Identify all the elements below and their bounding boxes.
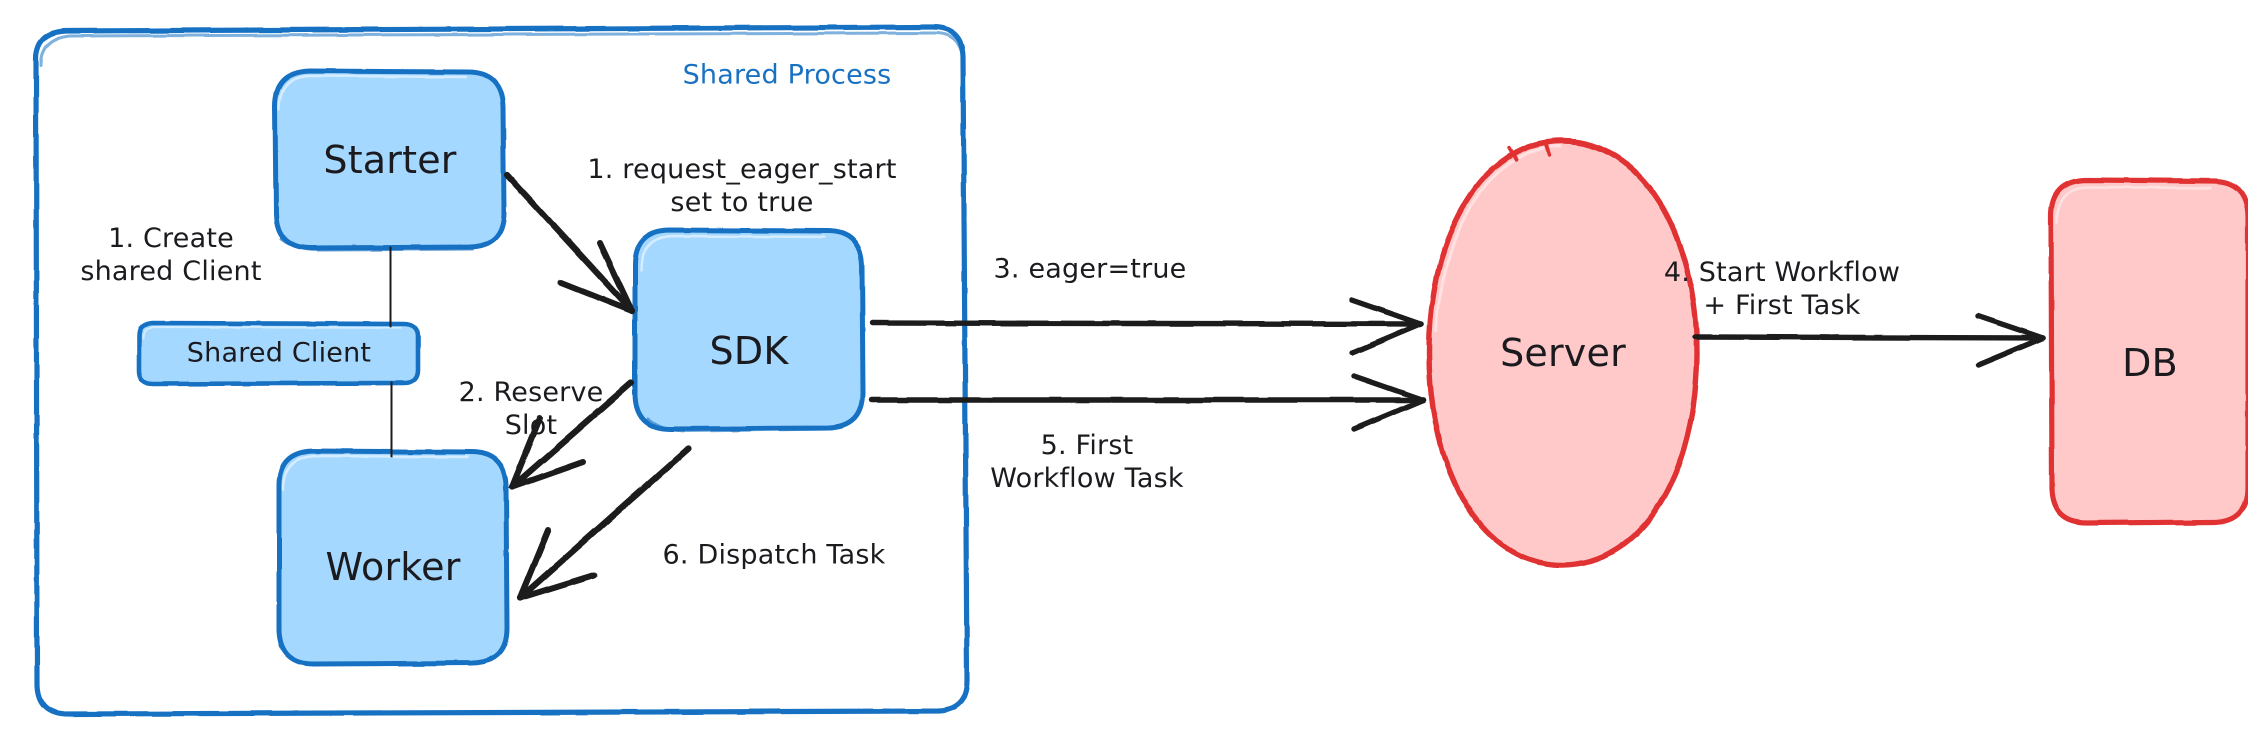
worker-node[interactable] [276, 448, 510, 667]
edge-shared-client-to-worker[interactable] [388, 381, 395, 458]
starter-node[interactable] [272, 68, 507, 252]
shared-client-node[interactable] [136, 320, 421, 387]
server-node[interactable] [1426, 138, 1700, 568]
sdk-node[interactable] [632, 227, 866, 433]
edge-starter-to-shared-client[interactable] [387, 246, 394, 328]
edge-sdk-to-worker-dispatch[interactable] [516, 445, 692, 602]
edge-sdk-to-server-eager[interactable] [869, 297, 1424, 356]
db-node[interactable] [2048, 177, 2248, 526]
edge-server-to-sdk-first-task[interactable] [869, 373, 1426, 432]
edge-sdk-to-worker-reserve[interactable] [508, 379, 635, 491]
shared-process-group[interactable] [33, 24, 970, 717]
edge-server-to-db[interactable] [1692, 313, 2046, 368]
edge-starter-to-sdk[interactable] [503, 171, 636, 315]
